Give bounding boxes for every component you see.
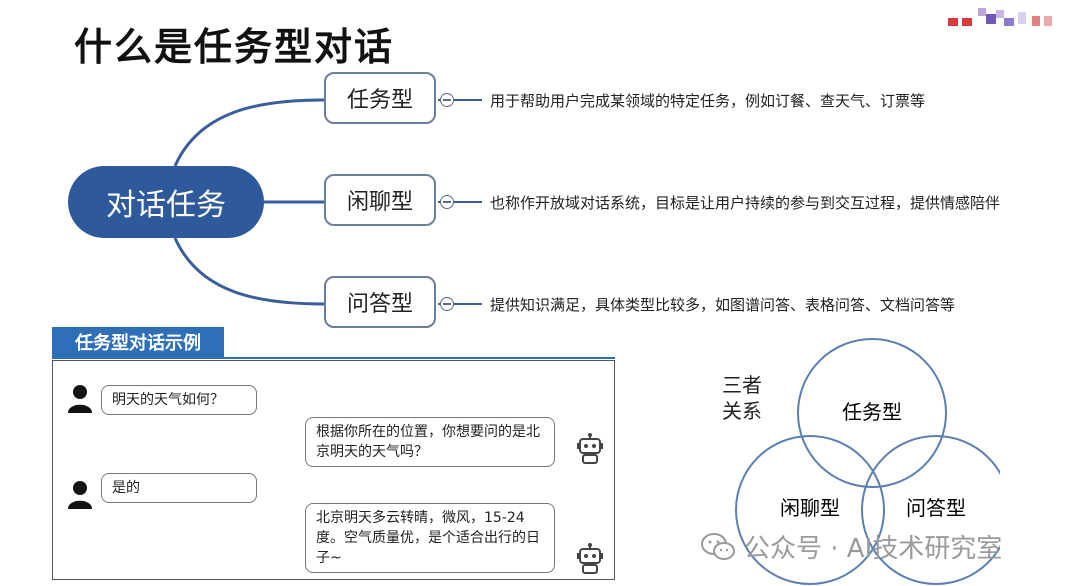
- venn-label-task: 任务型: [842, 400, 902, 424]
- chat-bubble-bot: 北京明天多云转晴，微风，15-24度。空气质量优，是个适合出行的日子~: [305, 503, 555, 573]
- venn-caption-line: 关系: [722, 399, 762, 423]
- venn-diagram: 任务型 闲聊型 问答型: [735, 338, 1000, 585]
- chat-bubble-bot: 根据你所在的位置，你想要问的是北京明天的天气吗？: [305, 417, 555, 467]
- user-icon: [68, 385, 92, 413]
- venn-caption: 三者 关系: [722, 372, 762, 424]
- robot-icon: [577, 543, 603, 574]
- example-header-underline: [52, 357, 615, 359]
- user-icon: [68, 481, 92, 509]
- wechat-icon: [701, 532, 735, 560]
- branch-chat-desc: 也称作开放域对话系统，目标是让用户持续的参与到交互过程，提供情感陪伴: [490, 194, 1001, 212]
- robot-icon: [577, 433, 603, 464]
- collapse-icon[interactable]: [440, 297, 454, 311]
- collapse-icon[interactable]: [440, 195, 454, 209]
- venn-circle-qa: [861, 435, 1000, 585]
- page-title: 什么是任务型对话: [74, 25, 395, 69]
- watermark-text: 公众号 · AI技术研究室: [744, 534, 1003, 564]
- branch-chat: 闲聊型: [324, 174, 436, 226]
- example-header: 任务型对话示例: [52, 327, 224, 357]
- venn-label-qa: 问答型: [906, 496, 966, 520]
- venn-circle-chat: [735, 435, 885, 585]
- branch-task: 任务型: [324, 72, 436, 124]
- connector-top: [173, 98, 325, 167]
- chat-bubble-user: 明天的天气如何？: [101, 385, 257, 415]
- logo-icon: [948, 8, 1052, 26]
- branch-qa-desc: 提供知识满足，具体类型比较多，如图谱问答、表格问答、文档问答等: [490, 296, 956, 314]
- example-dialogue-box: 明天的天气如何？ 根据你所在的位置，你想要问的是北京明天的天气吗？ 是的 北京明…: [52, 360, 615, 580]
- branch-task-desc: 用于帮助用户完成某领域的特定任务，例如订餐、查天气、订票等: [490, 92, 926, 110]
- collapse-icon[interactable]: [440, 93, 454, 107]
- central-node: 对话任务: [68, 166, 264, 238]
- venn-caption-line: 三者: [722, 373, 762, 397]
- connector-bottom: [173, 237, 325, 306]
- watermark: 公众号 · AI技术研究室: [700, 528, 1002, 565]
- chat-bubble-user: 是的: [101, 473, 257, 503]
- branch-qa: 问答型: [324, 276, 436, 328]
- venn-circle-task: [797, 338, 947, 488]
- venn-label-chat: 闲聊型: [780, 496, 840, 520]
